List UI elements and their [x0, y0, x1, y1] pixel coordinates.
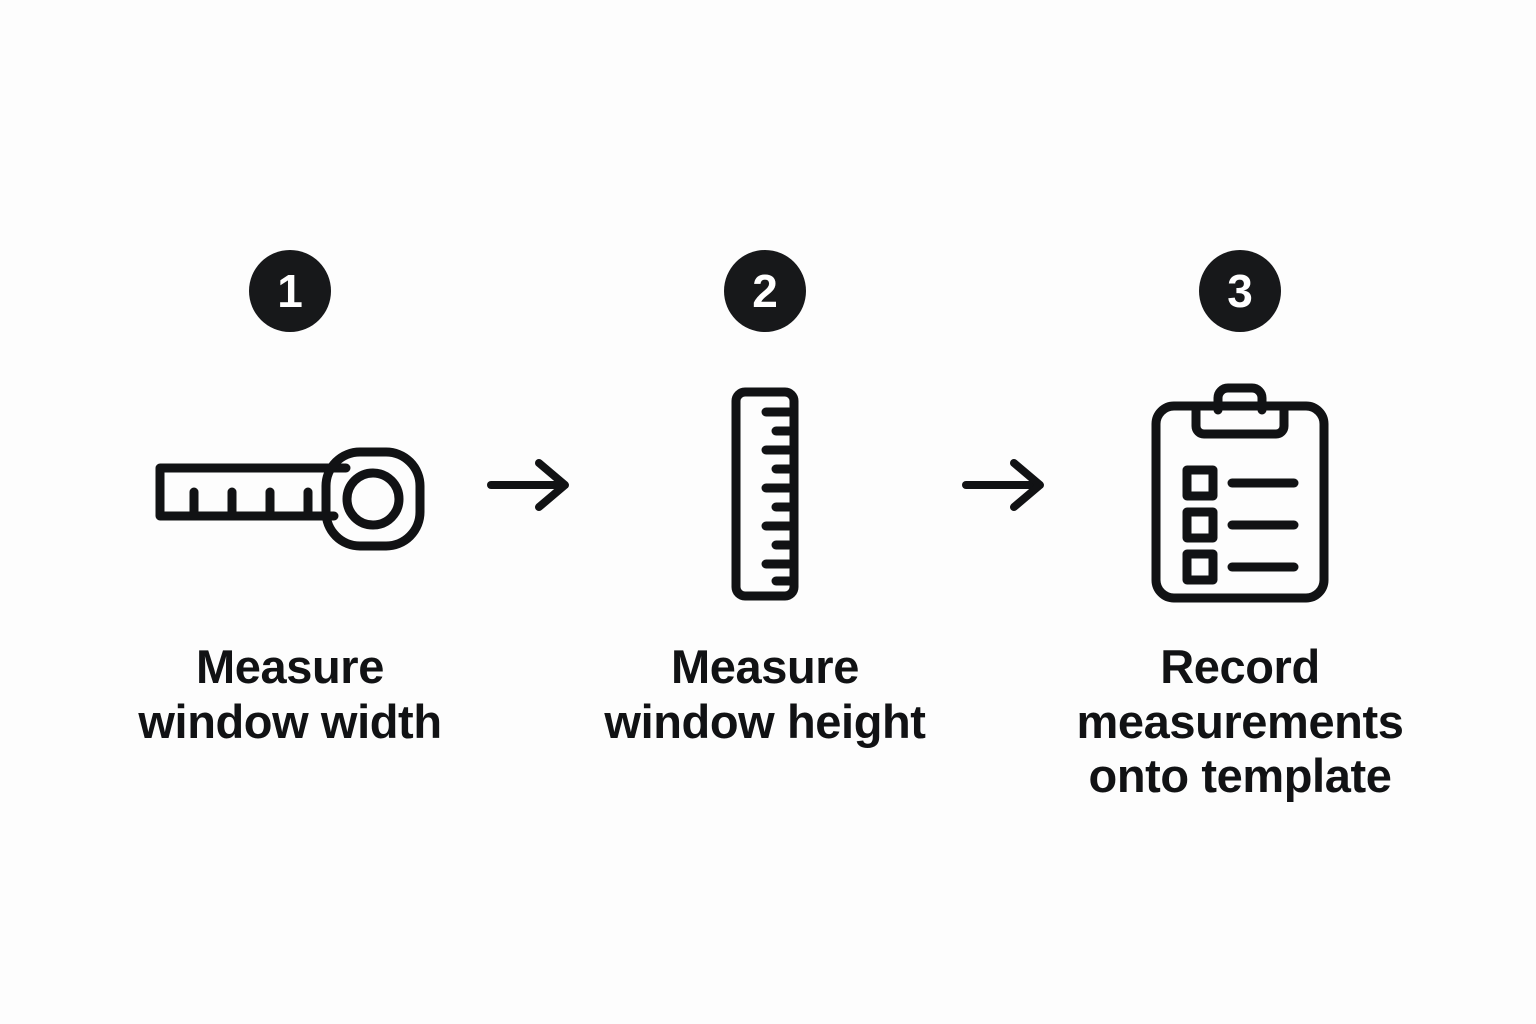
ruler-icon	[731, 387, 799, 601]
connector-arrow-2	[960, 455, 1052, 515]
checklist-box-3	[1182, 549, 1218, 585]
step-1-icon	[140, 374, 440, 614]
tape-measure-icon	[155, 447, 425, 551]
checklist-box-1	[1182, 465, 1218, 501]
step-2-caption: Measure window height	[604, 640, 926, 748]
arrow-right-icon	[962, 459, 1044, 511]
step-1-number: 1	[277, 265, 303, 317]
step-3-caption: Record measurements onto template	[1076, 640, 1404, 803]
step-2: 2 Measure window height	[575, 250, 955, 749]
step-3-icon	[1090, 374, 1390, 614]
step-1-caption: Measure window width	[138, 640, 442, 748]
step-2-number: 2	[752, 265, 778, 317]
step-3: 3 Record measurements o	[1050, 250, 1430, 804]
step-3-number: 3	[1227, 265, 1253, 317]
step-1-number-badge: 1	[249, 250, 331, 332]
clipboard-checklist-icon	[1151, 383, 1329, 603]
connector-arrow-1	[485, 455, 577, 515]
step-1: 1 Measure window width	[100, 250, 480, 749]
step-3-number-badge: 3	[1199, 250, 1281, 332]
step-2-icon	[615, 374, 915, 614]
checklist-box-2	[1182, 507, 1218, 543]
step-2-number-badge: 2	[724, 250, 806, 332]
arrow-right-icon	[487, 459, 569, 511]
